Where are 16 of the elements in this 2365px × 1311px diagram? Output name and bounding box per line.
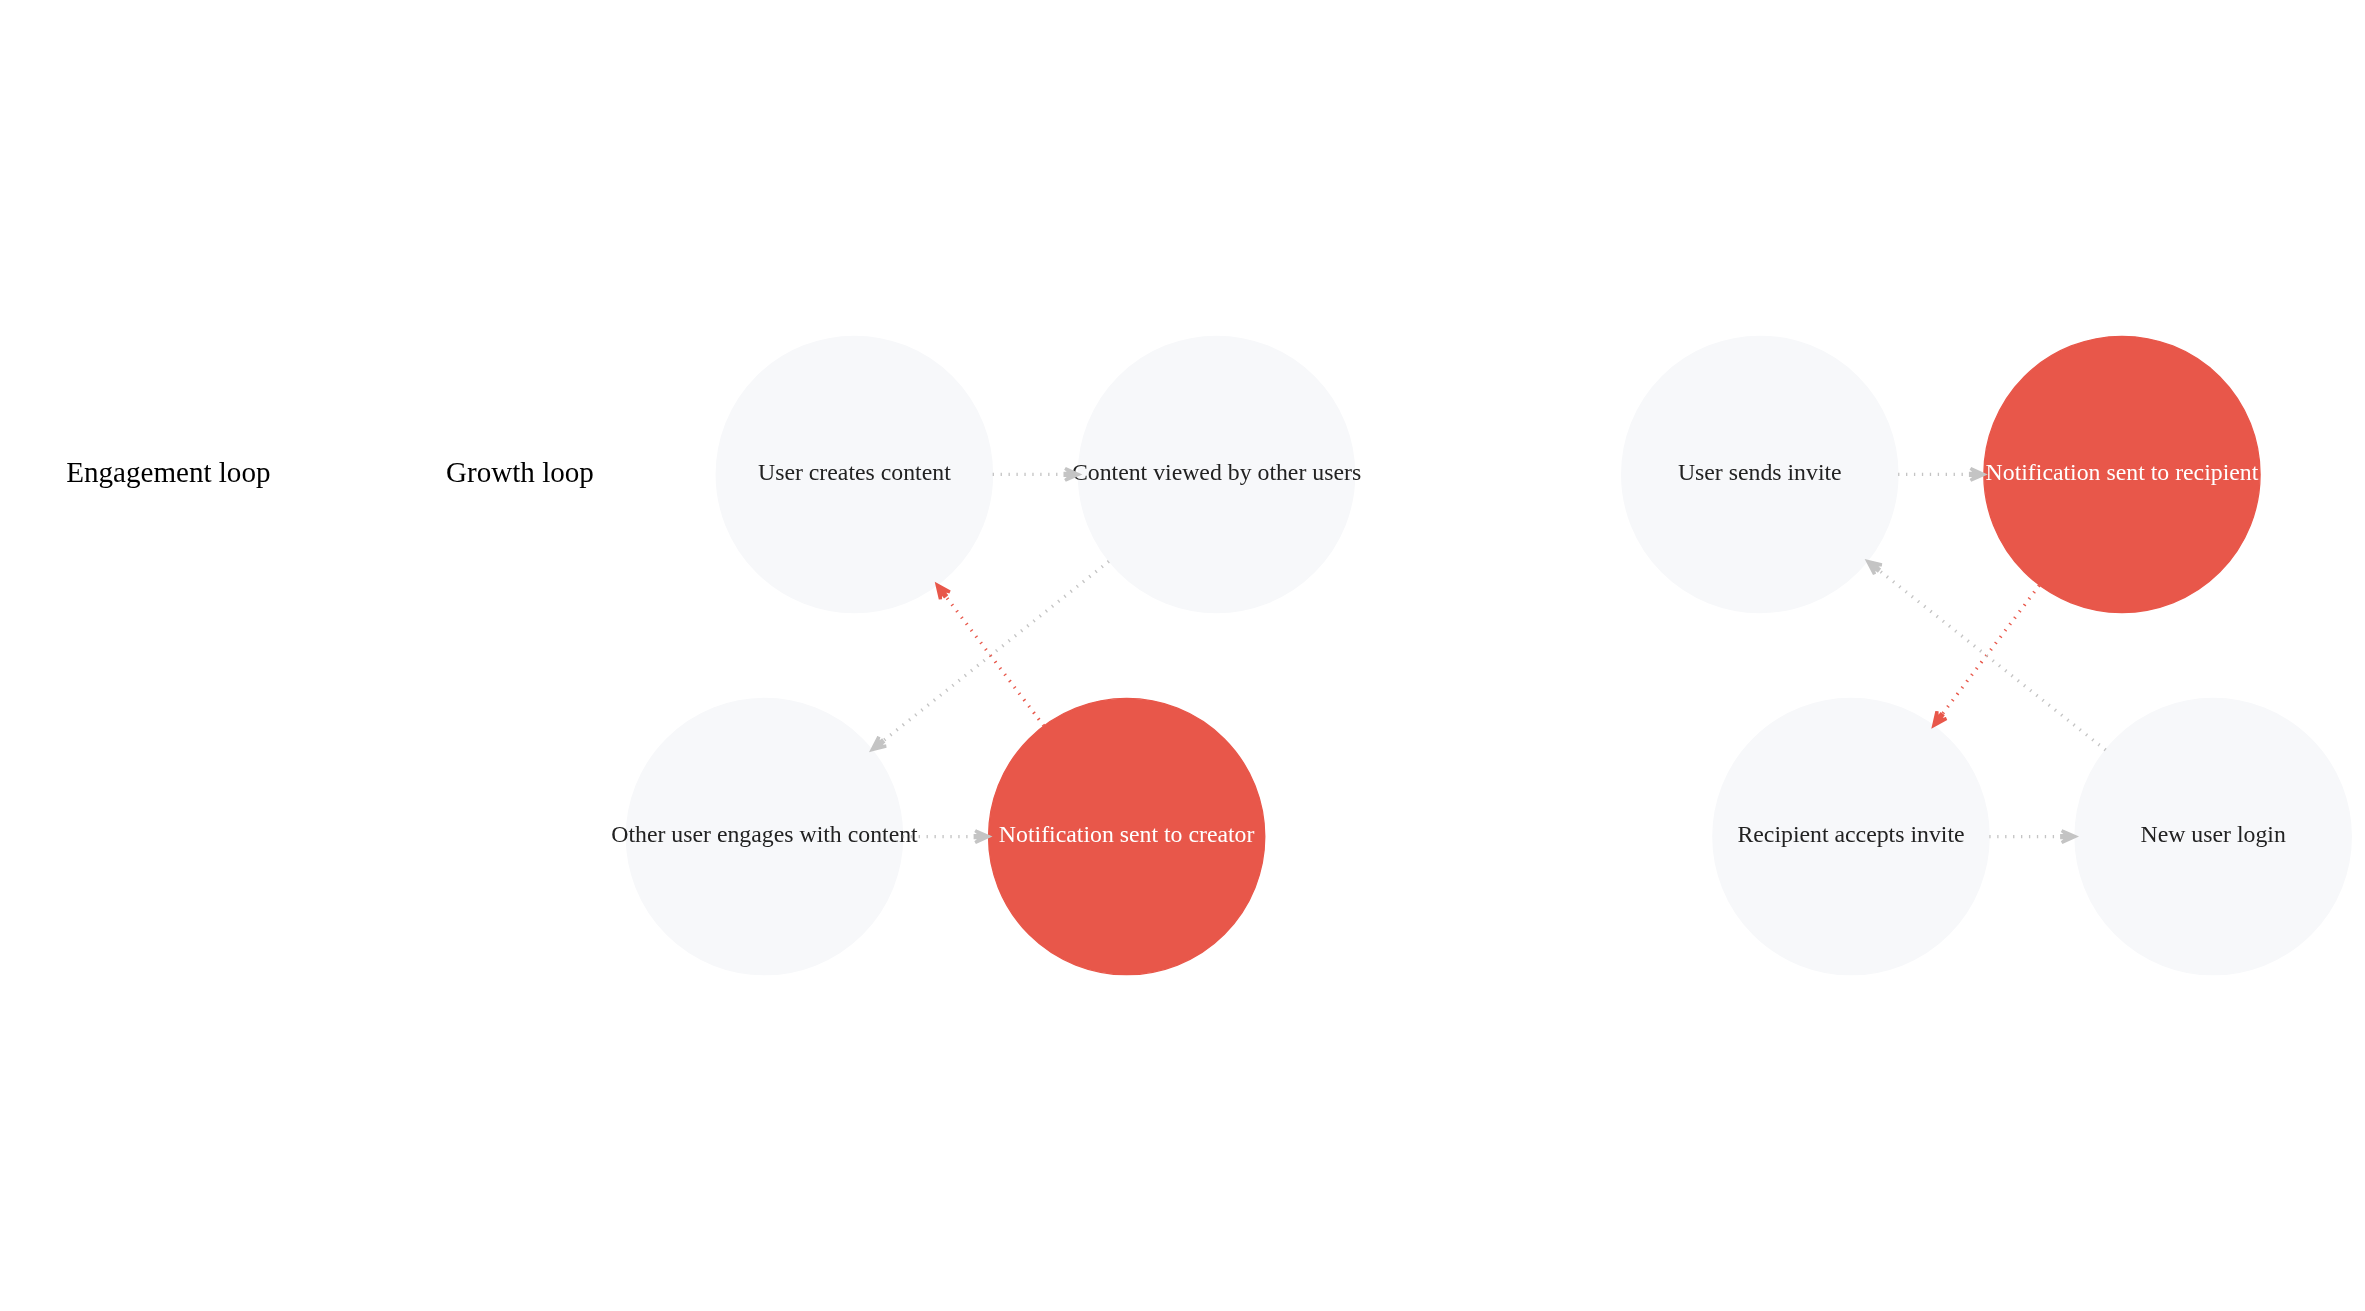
arrow: [1866, 559, 2107, 752]
arrow: [1989, 829, 2077, 845]
arrow: [992, 466, 1080, 482]
arrow: [935, 583, 1046, 727]
arrow: [1932, 584, 2041, 728]
node-circle: Notification sent to recipient: [1983, 335, 2261, 614]
node-circle: User creates content: [715, 335, 994, 614]
node-circle: New user login: [2074, 697, 2352, 976]
arrow: [902, 829, 991, 845]
node-circle: User sends invite: [1621, 335, 1899, 614]
node-circle: Notification sent to creator: [987, 697, 1266, 976]
label: Growth loop: [446, 455, 594, 488]
label: Engagement loop: [66, 455, 271, 488]
arrow: [1898, 466, 1986, 482]
node-circle: Recipient accepts invite: [1712, 697, 1990, 976]
arrow: [870, 560, 1110, 752]
